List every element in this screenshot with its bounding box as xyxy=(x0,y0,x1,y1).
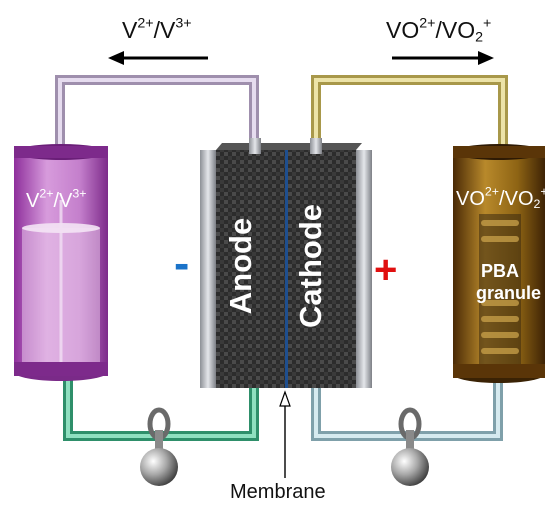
anode-port xyxy=(249,138,261,154)
pba-granule-stack xyxy=(479,214,521,364)
membrane-pointer-arrow xyxy=(279,390,291,478)
right-top-pipe xyxy=(311,75,508,150)
cathode-port xyxy=(310,138,322,154)
membrane-label: Membrane xyxy=(230,481,326,503)
right-electrolyte-tank xyxy=(453,144,545,383)
left-tank-label: V2+/V3+ xyxy=(26,186,87,212)
left-flow-arrow xyxy=(108,51,208,65)
right-pump xyxy=(391,407,429,486)
top-label-right: VO2+/VO2+ xyxy=(386,15,492,46)
left-pump xyxy=(140,407,178,486)
right-flow-arrow xyxy=(392,51,494,65)
membrane-line xyxy=(285,150,288,388)
top-label-left: V2+/V3+ xyxy=(122,15,192,43)
cathode-label: Cathode xyxy=(293,204,328,328)
cathode-electrode xyxy=(287,150,356,388)
anode-label: Anode xyxy=(223,217,258,315)
granule-label: PBA granule xyxy=(476,260,542,304)
electrochemical-cell xyxy=(200,138,372,388)
left-electrolyte-tank xyxy=(14,144,108,381)
anode-electrode xyxy=(216,150,286,388)
left-top-pipe xyxy=(55,75,259,150)
granule-label-line2: granule xyxy=(476,283,542,303)
positive-sign: + xyxy=(374,248,398,292)
right-tank-label: VO2+/VO2+ xyxy=(456,184,548,212)
negative-sign: - xyxy=(174,237,190,289)
granule-label-line1: PBA xyxy=(480,261,519,281)
